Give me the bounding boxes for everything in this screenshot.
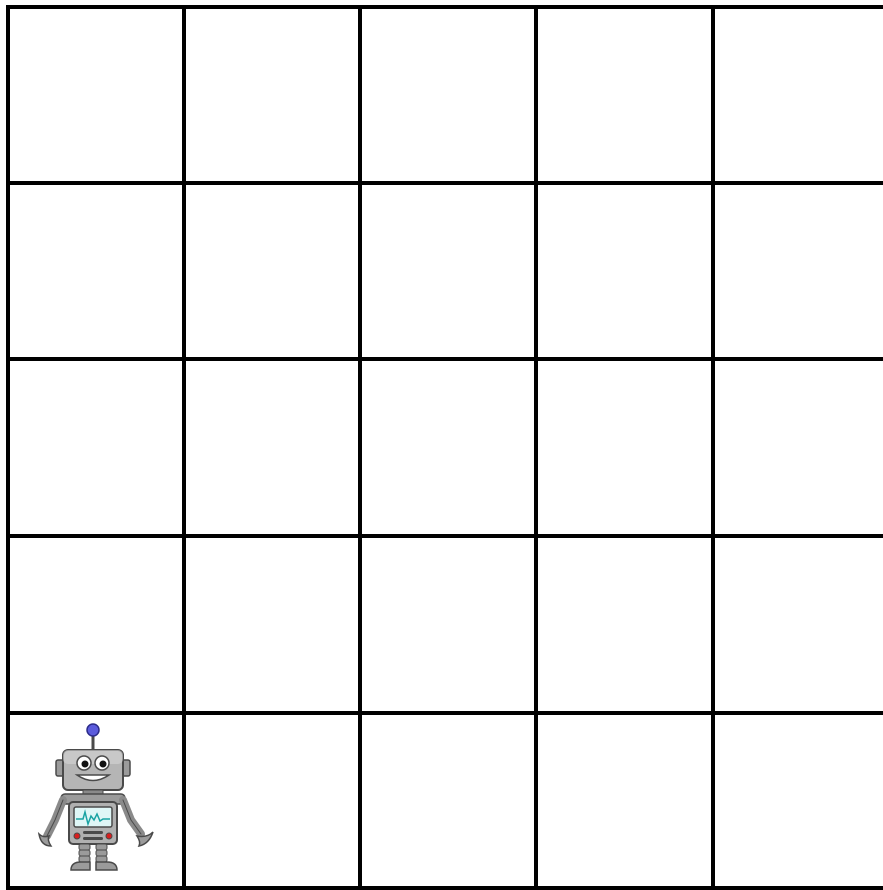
grid-line-horizontal-6 (6, 886, 883, 890)
grid-line-horizontal-4 (6, 534, 883, 538)
robot-icon (33, 720, 163, 880)
robot-right-light (106, 833, 112, 839)
grid-cell-r4-c3[interactable] (360, 536, 536, 713)
robot-right-foot (96, 862, 117, 870)
grid-cell-r1-c4[interactable] (536, 7, 713, 183)
grid-cell-r3-c2[interactable] (184, 359, 360, 536)
grid-cell-r4-c1[interactable] (8, 536, 184, 713)
grid-line-vertical-4 (534, 5, 538, 890)
grid-line-vertical-2 (182, 5, 186, 890)
grid-cell-r1-c2[interactable] (184, 7, 360, 183)
grid-cell-r5-c3[interactable] (360, 713, 536, 888)
grid-cell-r2-c2[interactable] (184, 183, 360, 359)
grid-line-horizontal-3 (6, 357, 883, 361)
robot-chest-screen (74, 807, 112, 827)
grid-cell-r3-c5[interactable] (713, 359, 883, 536)
grid-line-horizontal-2 (6, 181, 883, 185)
grid-cell-r2-c3[interactable] (360, 183, 536, 359)
grid-cell-r5-c5[interactable] (713, 713, 883, 888)
grid-line-horizontal-5 (6, 711, 883, 715)
robot-left-light (74, 833, 80, 839)
robot-antenna-ball (87, 724, 99, 736)
grid-cell-r4-c5[interactable] (713, 536, 883, 713)
grid-cell-r4-c4[interactable] (536, 536, 713, 713)
grid-line-vertical-1 (6, 5, 10, 890)
grid-line-vertical-5 (711, 5, 715, 890)
grid-cell-r3-c4[interactable] (536, 359, 713, 536)
robot-left-foot (71, 862, 90, 870)
grid-cell-r1-c1[interactable] (8, 7, 184, 183)
robot-left-leg (79, 844, 90, 862)
grid-cell-r5-c4[interactable] (536, 713, 713, 888)
grid-cell-r3-c1[interactable] (8, 359, 184, 536)
grid-cell-r3-c3[interactable] (360, 359, 536, 536)
robot-right-arm (123, 800, 141, 834)
grid-cell-r1-c3[interactable] (360, 7, 536, 183)
grid-cell-r2-c5[interactable] (713, 183, 883, 359)
grid-line-horizontal-1 (6, 5, 883, 9)
grid-line-vertical-3 (358, 5, 362, 890)
grid-cell-r2-c1[interactable] (8, 183, 184, 359)
grid-cell-r5-c2[interactable] (184, 713, 360, 888)
grid-cell-r1-c5[interactable] (713, 7, 883, 183)
robot-right-leg (96, 844, 107, 862)
grid-cell-r2-c4[interactable] (536, 183, 713, 359)
grid-cell-r4-c2[interactable] (184, 536, 360, 713)
